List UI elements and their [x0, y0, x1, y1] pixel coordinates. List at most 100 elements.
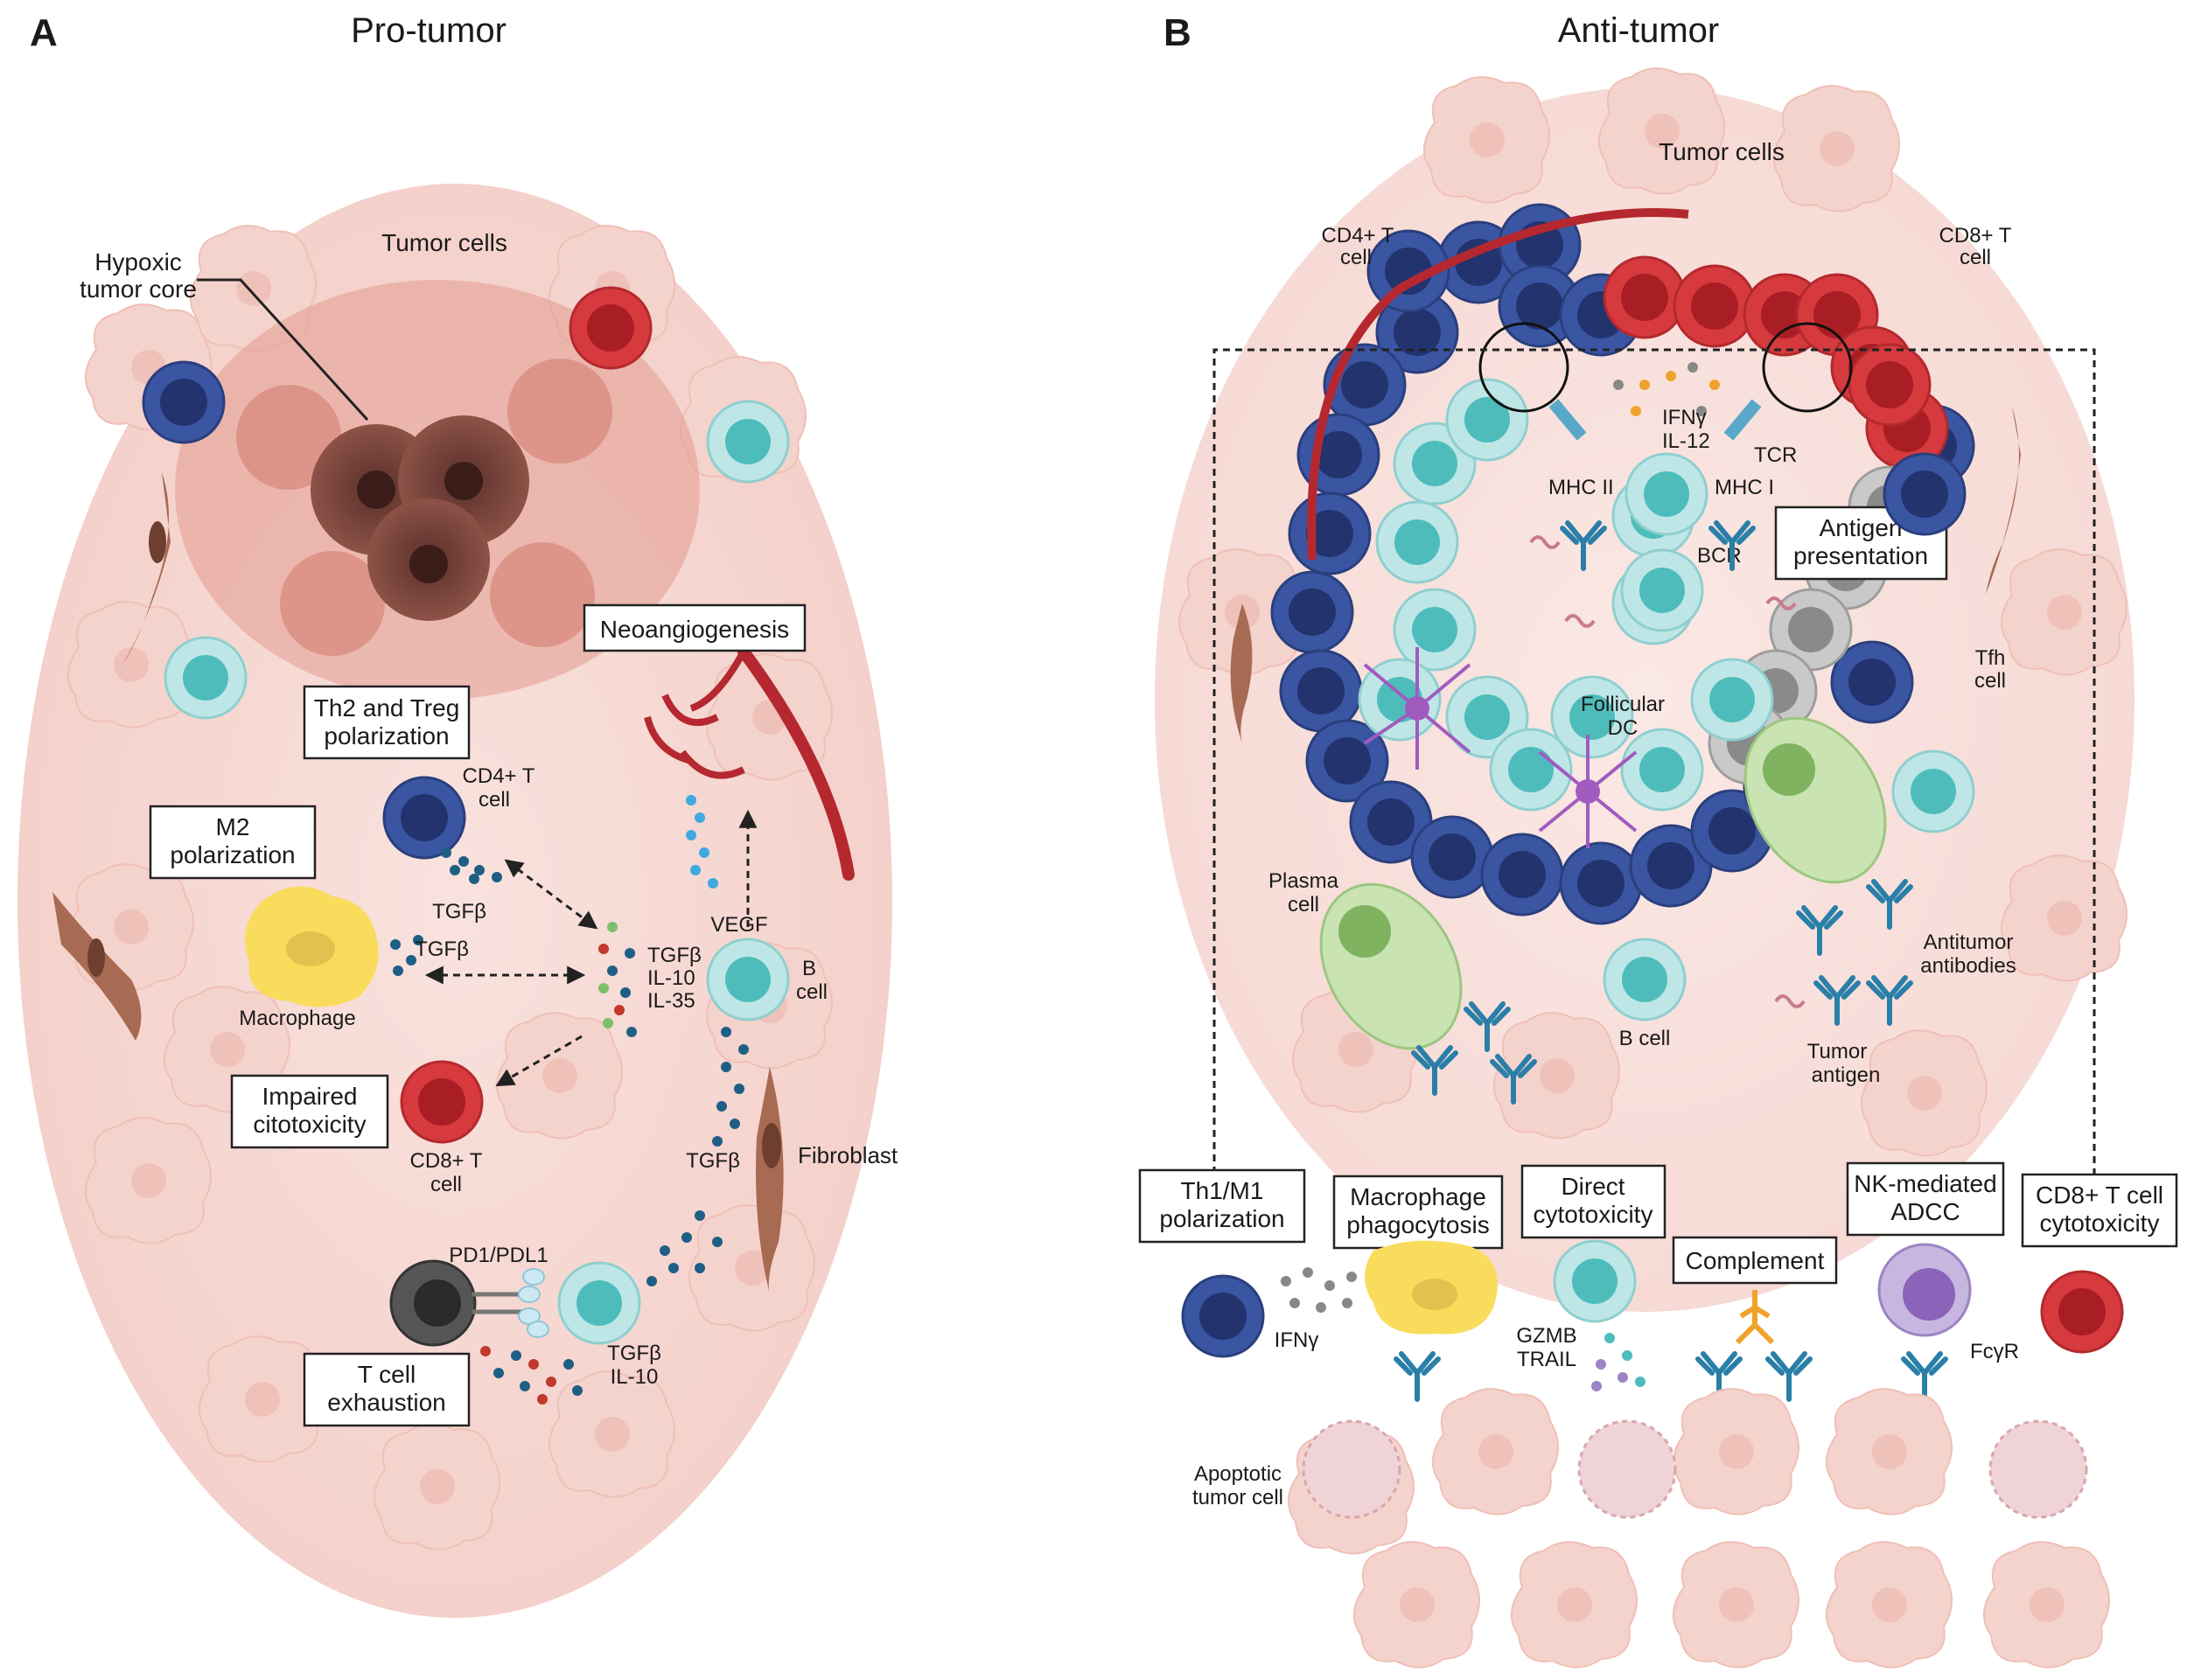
- label-trail: TRAIL: [1517, 1348, 1576, 1371]
- dashed-frame: [1212, 348, 2096, 1198]
- antigen-squiggles: [1529, 535, 1797, 628]
- antibody-nk: [1904, 1354, 1946, 1399]
- macrophage-a-nucleus: [286, 931, 335, 966]
- b-cell-b: [1603, 938, 1687, 1021]
- pd1-receptor: [472, 1292, 525, 1314]
- box-direct-cytotoxicity: Direct cytotoxicity: [1520, 1164, 1666, 1239]
- fibroblast-a-3-nucleus: [762, 1123, 781, 1168]
- cd4-cell-b-right: [1883, 452, 1967, 536]
- label-antibodies-1: Antitumor: [1924, 931, 2014, 954]
- label-bcr: BCR: [1697, 544, 1742, 568]
- vegf-dots: [686, 795, 718, 889]
- b-cell-a: [706, 938, 790, 1021]
- direct-cytotox-cell: [1553, 1239, 1637, 1323]
- label-mhc2: MHC II: [1548, 476, 1614, 499]
- cd4-cell-a: [382, 776, 466, 860]
- label-hypoxic-1: Hypoxic: [94, 248, 182, 275]
- svg-text:citotoxicity: citotoxicity: [253, 1111, 366, 1138]
- label-antigen-2: antigen: [1812, 1063, 1881, 1087]
- blood-vessel-b: [1307, 208, 1689, 561]
- label-cd8-b-1: CD8+ T: [1939, 224, 2012, 247]
- fibroblast-a-1-nucleus: [149, 521, 166, 563]
- label-cyt-il10: IL-10: [647, 966, 695, 990]
- svg-text:cytotoxicity: cytotoxicity: [2040, 1209, 2160, 1237]
- svg-text:Th1/M1: Th1/M1: [1181, 1177, 1264, 1204]
- label-cd8-b-2: cell: [1960, 246, 1991, 269]
- label-cd8-a-1: CD8+ T: [410, 1149, 483, 1173]
- svg-text:Direct: Direct: [1561, 1173, 1625, 1200]
- svg-text:cytotoxicity: cytotoxicity: [1534, 1201, 1653, 1228]
- svg-text:polarization: polarization: [170, 841, 295, 868]
- svg-text:Complement: Complement: [1686, 1247, 1825, 1274]
- fibroblast-a-2-nucleus: [87, 938, 105, 977]
- nk-cell: [1877, 1243, 1972, 1337]
- macrophage-b-nucleus: [1412, 1279, 1457, 1310]
- bot-cytokine-dots: [480, 1346, 583, 1405]
- ifng-dots-bottom: [1281, 1267, 1357, 1313]
- cd4-highlight: [1478, 322, 1569, 413]
- cytokine-cluster: [598, 922, 637, 1037]
- tgfb-dots-cd4: [441, 847, 502, 884]
- box-th2-treg: Th2 and Treg polarization: [303, 685, 471, 760]
- svg-text:polarization: polarization: [324, 722, 449, 749]
- tcr-mhc-complex: [1548, 399, 1762, 441]
- label-fcgr: FcγR: [1970, 1340, 2019, 1363]
- label-mhc1: MHC I: [1715, 476, 1774, 499]
- svg-text:CD8+ T cell: CD8+ T cell: [2036, 1182, 2163, 1209]
- svg-text:M2: M2: [216, 813, 250, 840]
- plasma-cell-2: [1743, 716, 1887, 884]
- box-t-cell-exhaustion: T cell exhaustion: [303, 1352, 471, 1427]
- b-cell-a-free-2: [164, 636, 248, 720]
- apc-cell-top: [1625, 452, 1708, 536]
- panel-a: A Pro-tumor Tumor cells Hyp: [17, 11, 898, 1618]
- box-cd8-cytotoxicity: CD8+ T cell cytotoxicity: [2021, 1173, 2178, 1248]
- label-cd4-a-2: cell: [479, 788, 510, 812]
- tumor-antigen-b: [1774, 994, 1806, 1008]
- blood-vessel-a: [737, 645, 855, 881]
- panel-a-title: Pro-tumor: [351, 11, 507, 50]
- svg-text:Antigen: Antigen: [1820, 514, 1903, 541]
- apc-cell-bcr: [1620, 548, 1704, 632]
- label-bcell-a-1: B: [802, 957, 816, 980]
- panel-b: B Anti-tumor Tumor cells: [1138, 11, 2178, 1669]
- label-cyt-il35: IL-35: [647, 989, 695, 1013]
- label-cd4-a-1: CD4+ T: [463, 764, 535, 788]
- panel-b-title: Anti-tumor: [1558, 11, 1720, 50]
- label-hypoxic-2: tumor core: [80, 275, 197, 303]
- label-pd1: PD1/PDL1: [449, 1244, 548, 1267]
- complement-factor: [1735, 1290, 1775, 1345]
- tgfb-dots-mac: [390, 935, 423, 976]
- box-macrophage-phagocytosis: Macrophage phagocytosis: [1332, 1175, 1504, 1250]
- label-macrophage-a: Macrophage: [239, 1007, 355, 1030]
- cd8-cell-a-free: [569, 286, 653, 370]
- label-ifng: IFNγ: [1662, 406, 1707, 429]
- label-tumor-cells-b: Tumor cells: [1659, 138, 1785, 165]
- label-fibroblast: Fibroblast: [798, 1142, 898, 1168]
- pdl1-ligands: [518, 1268, 549, 1338]
- label-cd4-b-2: cell: [1340, 246, 1372, 269]
- fibroblast-b-1: [1986, 407, 2021, 595]
- b-cell-b-right: [1891, 749, 1975, 833]
- follicular-dc-1-body: [1405, 696, 1429, 721]
- label-tgfb-mac: TGFβ: [415, 938, 469, 961]
- hypoxic-leader: [197, 278, 369, 422]
- label-cd8-a-2: cell: [430, 1173, 462, 1196]
- ifng-dots: [1631, 371, 1720, 416]
- label-antibodies-2: antibodies: [1920, 954, 2016, 978]
- label-tfh-2: cell: [1974, 669, 2006, 693]
- svg-text:Neoangiogenesis: Neoangiogenesis: [600, 616, 789, 643]
- label-ifng-bottom: IFNγ: [1275, 1328, 1319, 1352]
- box-nk-adcc: NK-mediated ADCC: [1846, 1161, 2005, 1237]
- gzmb-trail-dots: [1591, 1333, 1645, 1391]
- hypoxic-core: [311, 415, 529, 621]
- svg-text:ADCC: ADCC: [1890, 1198, 1960, 1225]
- panel-b-letter: B: [1163, 11, 1191, 54]
- antibody-mac: [1396, 1354, 1438, 1399]
- label-bcell-a-2: cell: [796, 980, 828, 1004]
- svg-text:Macrophage: Macrophage: [1350, 1183, 1486, 1210]
- svg-text:polarization: polarization: [1159, 1205, 1284, 1232]
- box-neoangiogenesis: Neoangiogenesis: [583, 603, 807, 652]
- fibroblast-a-1: [122, 472, 171, 665]
- svg-text:Impaired: Impaired: [262, 1083, 358, 1110]
